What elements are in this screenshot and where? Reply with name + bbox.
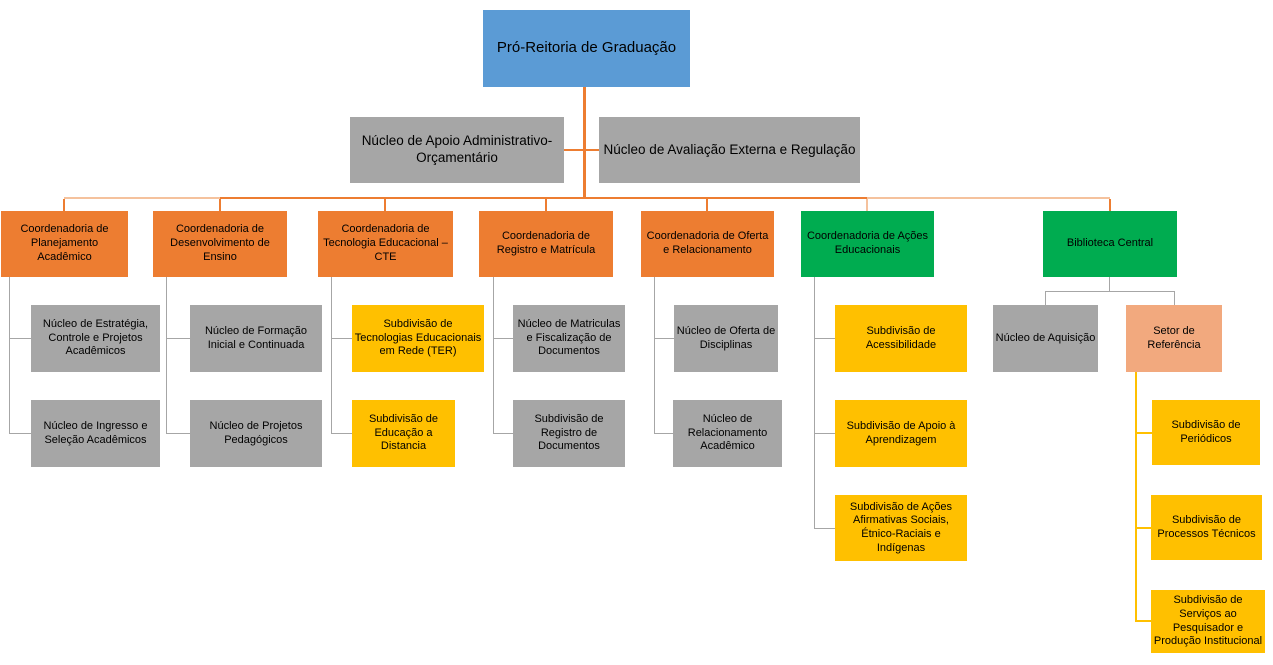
node-coord-registro-matricula: Coordenadoria de Registro e Matrícula bbox=[479, 211, 613, 277]
connector-root-trunk bbox=[583, 87, 586, 198]
connector-g2-elbow1 bbox=[166, 338, 190, 339]
node-nucleo-oferta-disciplinas: Núcleo de Oferta de Disciplinas bbox=[674, 305, 778, 372]
connector-g4-vert bbox=[493, 277, 494, 434]
node-nucleo-relacionamento-academico: Núcleo de Relacionamento Acadêmico bbox=[673, 400, 782, 467]
connector-referencia-elbow3 bbox=[1135, 620, 1151, 622]
node-nucleo-ingresso-selecao: Núcleo de Ingresso e Seleção Acadêmicos bbox=[31, 400, 160, 467]
node-coord-oferta-relacionamento: Coordenadoria de Oferta e Relacionamento bbox=[641, 211, 774, 277]
connector-drop-biblioteca bbox=[1109, 199, 1111, 211]
connector-g2-elbow2 bbox=[166, 433, 190, 434]
connector-g5-elbow2 bbox=[654, 433, 673, 434]
connector-referencia-elbow1 bbox=[1135, 432, 1152, 434]
node-subdivisao-acessibilidade: Subdivisão de Acessibilidade bbox=[835, 305, 967, 372]
connector-g6-elbow3 bbox=[814, 528, 835, 529]
connector-g4-elbow2 bbox=[493, 433, 513, 434]
connector-rail-right bbox=[867, 197, 1110, 199]
connector-g1-elbow1 bbox=[9, 338, 31, 339]
node-coord-acoes-educacionais: Coordenadoria de Ações Educacionais bbox=[801, 211, 934, 277]
connector-g5-elbow1 bbox=[654, 338, 674, 339]
node-nucleo-matriculas-fiscalizacao: Núcleo de Matriculas e Fiscalização de D… bbox=[513, 305, 625, 372]
connector-apoio-tie bbox=[564, 149, 583, 151]
connector-g3-elbow2 bbox=[331, 433, 352, 434]
connector-g3-elbow1 bbox=[331, 338, 352, 339]
connector-rail-mid bbox=[220, 197, 867, 199]
connector-referencia-elbow2 bbox=[1135, 527, 1151, 529]
connector-drop-tecnologia bbox=[384, 199, 386, 211]
connector-g7-drop-aquisicao bbox=[1045, 291, 1046, 305]
node-subdivisao-tecnologias-ter: Subdivisão de Tecnologias Educacionais e… bbox=[352, 305, 484, 372]
connector-drop-oferta bbox=[706, 199, 708, 211]
node-biblioteca-central: Biblioteca Central bbox=[1043, 211, 1177, 277]
node-setor-referencia: Setor de Referência bbox=[1126, 305, 1222, 372]
node-subdivisao-processos-tecnicos: Subdivisão de Processos Técnicos bbox=[1151, 495, 1262, 560]
node-subdivisao-servicos-pesquisador: Subdivisão de Serviços ao Pesquisador e … bbox=[1151, 590, 1265, 653]
connector-g1-vert bbox=[9, 277, 10, 434]
node-pro-reitoria-de-graduacao: Pró-Reitoria de Graduação bbox=[483, 10, 690, 87]
connector-g1-elbow2 bbox=[9, 433, 31, 434]
node-subdivisao-acoes-afirmativas: Subdivisão de Ações Afirmativas Sociais,… bbox=[835, 495, 967, 561]
node-subdivisao-apoio-aprendizagem: Subdivisão de Apoio à Aprendizagem bbox=[835, 400, 967, 467]
connector-drop-planejamento bbox=[63, 199, 65, 211]
connector-g5-vert bbox=[654, 277, 655, 434]
connector-g2-vert bbox=[166, 277, 167, 434]
connector-g7-stem bbox=[1109, 277, 1110, 291]
node-nucleo-estrategia-controle-projetos: Núcleo de Estratégia, Controle e Projeto… bbox=[31, 305, 160, 372]
connector-drop-registro bbox=[545, 199, 547, 211]
node-subdivisao-educacao-distancia: Subdivisão de Educação a Distancia bbox=[352, 400, 455, 467]
connector-g3-vert bbox=[331, 277, 332, 434]
node-coord-planejamento-academico: Coordenadoria de Planejamento Acadêmico bbox=[1, 211, 128, 277]
node-nucleo-projetos-pedagogicos: Núcleo de Projetos Pedagógicos bbox=[190, 400, 322, 467]
connector-g7-drop-referencia bbox=[1174, 291, 1175, 305]
node-coord-desenvolvimento-ensino: Coordenadoria de Desenvolvimento de Ensi… bbox=[153, 211, 287, 277]
node-nucleo-formacao-inicial-continuada: Núcleo de Formação Inicial e Continuada bbox=[190, 305, 322, 372]
connector-g7-bar bbox=[1045, 291, 1175, 292]
node-coord-tecnologia-educacional-cte: Coordenadoria de Tecnologia Educacional … bbox=[318, 211, 453, 277]
node-subdivisao-periodicos: Subdivisão de Periódicos bbox=[1152, 400, 1260, 465]
node-nucleo-avaliacao-externa-regulacao: Núcleo de Avaliação Externa e Regulação bbox=[599, 117, 860, 183]
node-subdivisao-registro-documentos: Subdivisão de Registro de Documentos bbox=[513, 400, 625, 467]
connector-g4-elbow1 bbox=[493, 338, 513, 339]
connector-drop-acoes bbox=[866, 199, 868, 211]
connector-drop-desenvolvimento bbox=[219, 199, 221, 211]
connector-avaliacao-tie bbox=[586, 149, 599, 151]
connector-rail-left bbox=[64, 197, 220, 199]
node-nucleo-aquisicao: Núcleo de Aquisição bbox=[993, 305, 1098, 372]
connector-g6-elbow1 bbox=[814, 338, 835, 339]
connector-g6-vert bbox=[814, 277, 815, 529]
connector-g6-elbow2 bbox=[814, 433, 835, 434]
node-nucleo-apoio-administrativo-orcamentario: Núcleo de Apoio Administrativo-Orçamentá… bbox=[350, 117, 564, 183]
connector-referencia-vert bbox=[1135, 372, 1137, 621]
